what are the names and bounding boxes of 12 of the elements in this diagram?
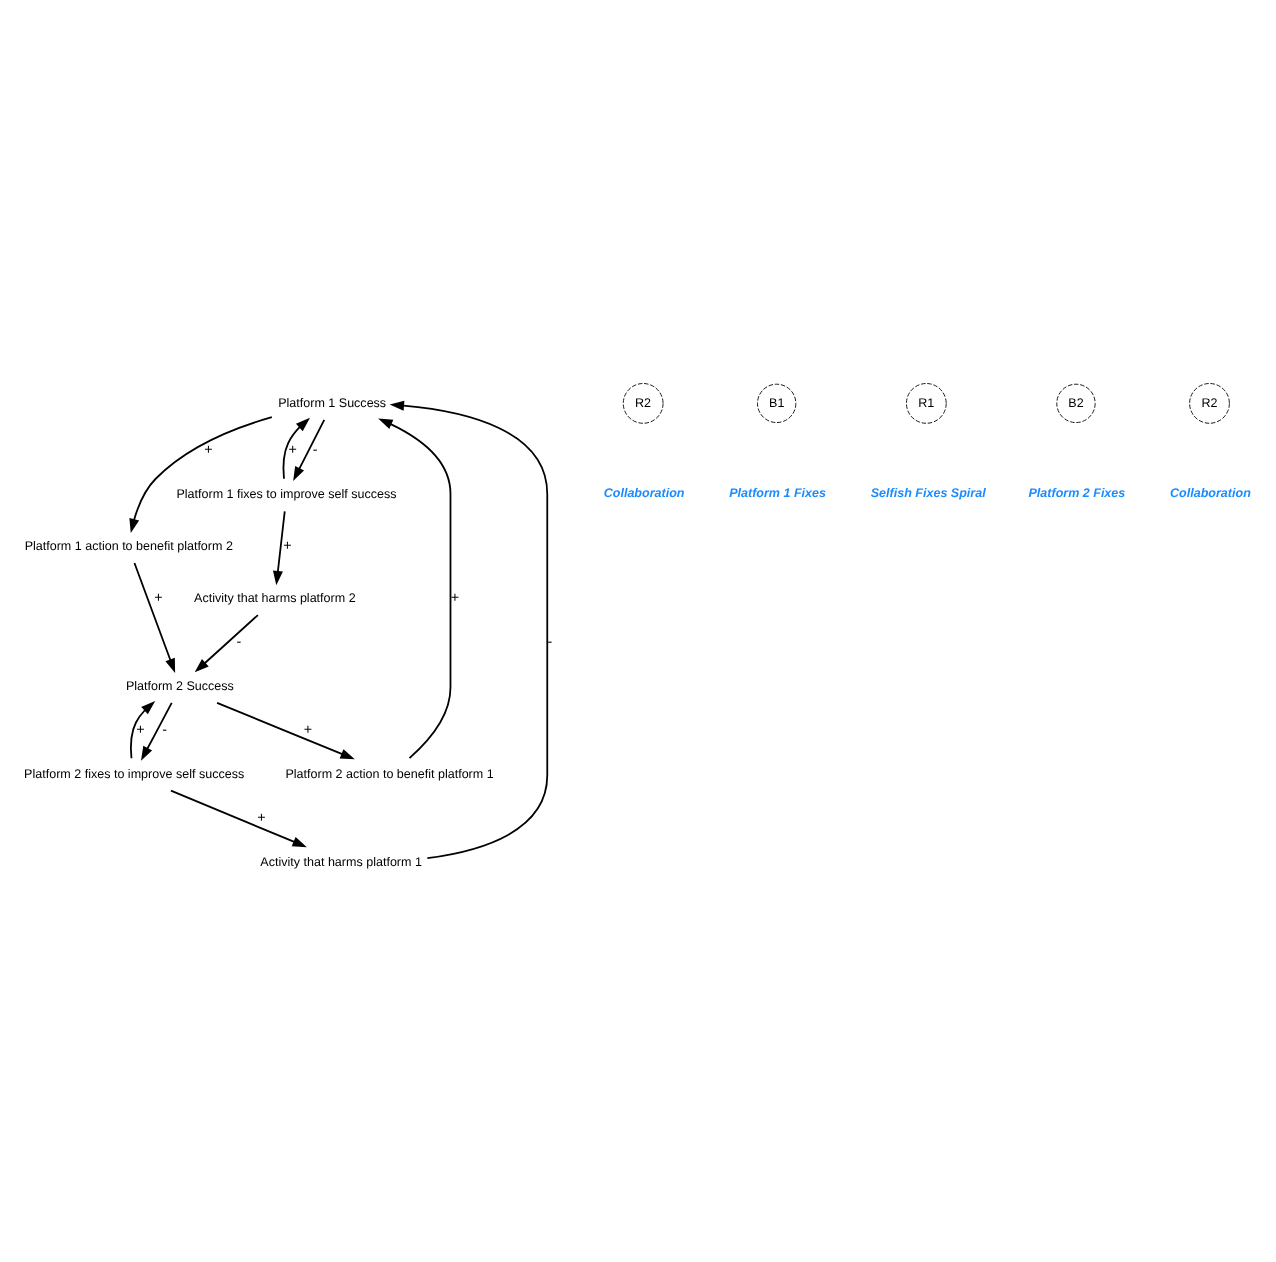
arrow (129, 416, 273, 534)
arrow (282, 417, 310, 480)
arrow (130, 701, 156, 760)
arrow (378, 418, 452, 759)
arrow (194, 614, 259, 673)
arrow (170, 789, 307, 848)
arrow (216, 701, 355, 760)
arrow (272, 510, 286, 586)
arrow (293, 419, 326, 481)
arrow (141, 702, 173, 761)
arrow (133, 562, 176, 673)
arrow (389, 400, 549, 860)
